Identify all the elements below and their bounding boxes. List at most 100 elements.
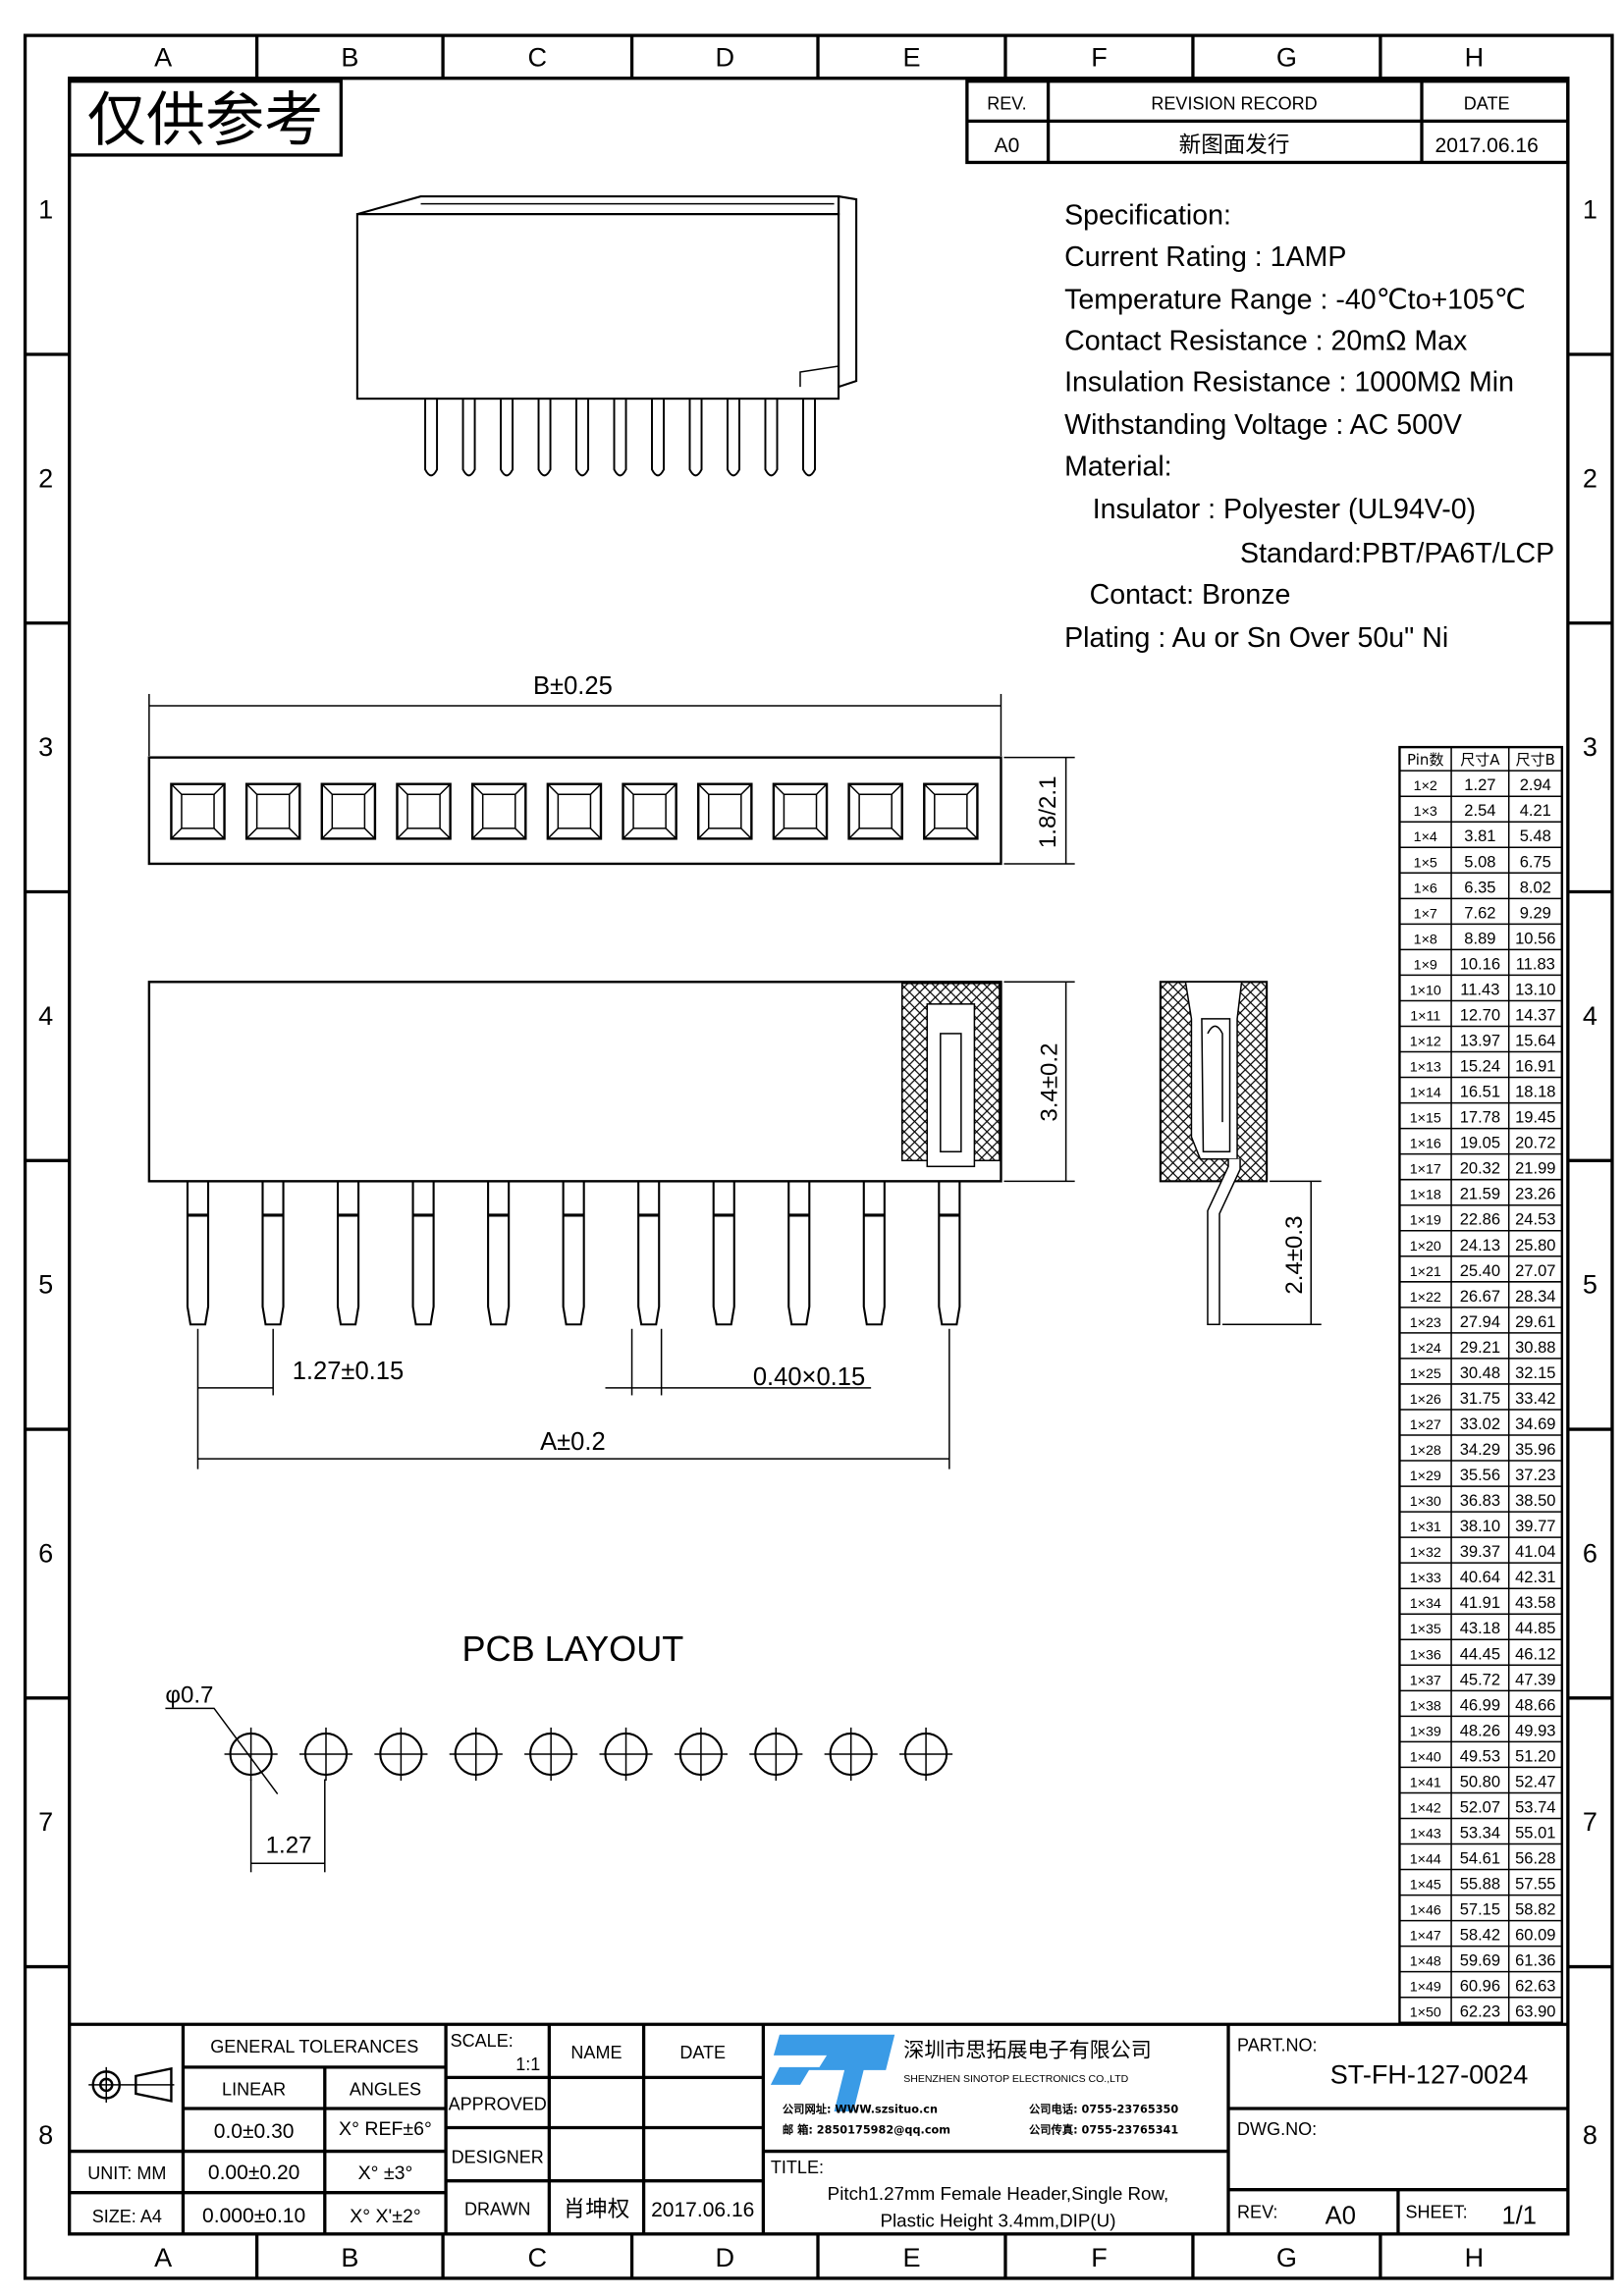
- contact-opening-inner: [331, 793, 366, 829]
- table-cell: 1×19: [1410, 1213, 1441, 1229]
- table-header: 尺寸B: [1516, 751, 1555, 769]
- table-cell: 7.62: [1464, 903, 1495, 922]
- hole-centerline: [224, 1727, 278, 1782]
- table-cell: 47.39: [1515, 1670, 1555, 1688]
- table-cell: 5.08: [1464, 852, 1495, 871]
- contact-bevel: [923, 783, 978, 839]
- table-cell: 22.86: [1460, 1210, 1500, 1229]
- frame-row-label: 6: [1583, 1537, 1597, 1568]
- table-cell: 23.26: [1515, 1185, 1555, 1203]
- table-cell: 25.80: [1515, 1236, 1555, 1255]
- table-cell: 1×31: [1410, 1520, 1441, 1535]
- spec-contact-resistance: Contact Resistance : 20mΩ Max: [1064, 325, 1467, 356]
- company-name-cn: 深圳市思拓展电子有限公司: [903, 2037, 1152, 2061]
- company-email: 邮 箱: 2850175982@qq.com: [783, 2123, 950, 2137]
- frame-row-label: 1: [1583, 194, 1597, 225]
- date-header: DATE: [1464, 93, 1510, 113]
- reference-only-stamp: 仅供参考: [68, 80, 343, 157]
- table-cell: 27.94: [1460, 1312, 1500, 1331]
- spec-title: Specification:: [1064, 200, 1231, 232]
- frame-row-label: 2: [38, 462, 53, 493]
- frame-column-label: B: [341, 42, 358, 73]
- table-cell: 1×17: [1410, 1162, 1441, 1178]
- table-cell: 31.75: [1460, 1389, 1500, 1408]
- table-cell: 1×36: [1410, 1647, 1441, 1663]
- table-cell: 8.02: [1520, 878, 1551, 896]
- table-cell: 43.58: [1515, 1593, 1555, 1612]
- unit-label: UNIT: MM: [87, 2163, 166, 2183]
- revision-table: REV. REVISION RECORD DATE A0 新图面发行 2017.…: [965, 80, 1570, 165]
- table-cell: 43.18: [1460, 1619, 1500, 1637]
- table-cell: 1×11: [1410, 1008, 1440, 1024]
- table-cell: 21.59: [1460, 1185, 1500, 1203]
- contact-opening-inner: [557, 793, 592, 829]
- dim-hole: φ0.7: [165, 1682, 213, 1708]
- side-pin: [938, 1181, 961, 1326]
- table-cell: 1×10: [1410, 983, 1441, 998]
- table-cell: 1×20: [1410, 1239, 1441, 1255]
- frame-column-label: E: [902, 2242, 920, 2272]
- stamp-text: 仅供参考: [87, 86, 324, 155]
- side-pin: [562, 1181, 585, 1326]
- contact-opening: [396, 782, 452, 840]
- frame-row-label: 1: [38, 194, 53, 225]
- table-cell: 18.18: [1515, 1083, 1555, 1101]
- table-cell: 1×45: [1410, 1878, 1441, 1894]
- table-cell: 53.74: [1515, 1797, 1555, 1816]
- table-cell: 1.27: [1464, 775, 1495, 794]
- table-cell: 29.21: [1460, 1338, 1500, 1357]
- angles-header: ANGLES: [350, 2079, 421, 2099]
- contact-bevel: [623, 783, 677, 839]
- spec-current: Current Rating : 1AMP: [1064, 241, 1346, 273]
- iso-pin: [764, 399, 779, 477]
- side-pin: [787, 1181, 811, 1326]
- drawn-label: DRAWN: [464, 2199, 530, 2218]
- table-header: 尺寸A: [1460, 751, 1500, 769]
- table-cell: 8.89: [1464, 929, 1495, 947]
- frame-row-label: 4: [1583, 1000, 1597, 1031]
- linear-tol-1: 0.0±0.30: [214, 2120, 295, 2143]
- table-cell: 1×13: [1410, 1060, 1441, 1076]
- iso-pin: [424, 399, 439, 477]
- table-cell: 59.69: [1460, 1951, 1500, 1970]
- side-pin: [411, 1181, 435, 1326]
- frame-column-label: C: [528, 42, 548, 73]
- table-cell: 58.82: [1515, 1900, 1555, 1919]
- table-cell: 62.63: [1515, 1977, 1555, 1996]
- frame-row-label: 7: [38, 1806, 53, 1837]
- scale-value: 1:1: [515, 2055, 540, 2074]
- table-cell: 1×39: [1410, 1724, 1441, 1739]
- table-cell: 10.56: [1515, 929, 1555, 947]
- side-view: 3.4±0.2 1.27±0.15 0.40×0.15 A±0.2: [147, 981, 1075, 1469]
- table-cell: 28.34: [1515, 1287, 1555, 1306]
- table-cell: 57.15: [1460, 1900, 1500, 1919]
- table-cell: 1×7: [1414, 906, 1437, 922]
- table-cell: 48.26: [1460, 1721, 1500, 1739]
- iso-pin: [461, 399, 476, 477]
- section-view: 2.4±0.3: [1159, 981, 1322, 1326]
- dim-height: 3.4±0.2: [1037, 1043, 1063, 1122]
- table-cell: 46.99: [1460, 1695, 1500, 1714]
- table-cell: 1×27: [1410, 1417, 1441, 1433]
- dim-pcb-pitch: 1.27: [266, 1833, 312, 1859]
- table-cell: 20.32: [1460, 1159, 1500, 1178]
- contact-opening-inner: [181, 793, 215, 829]
- table-cell: 27.07: [1515, 1261, 1555, 1280]
- approved-label: APPROVED: [449, 2094, 547, 2113]
- contact-opening-inner: [632, 793, 667, 829]
- frame-row-label: 8: [1583, 2119, 1597, 2150]
- frame-row-label: 5: [38, 1269, 53, 1300]
- table-cell: 21.99: [1515, 1159, 1555, 1178]
- table-cell: 14.37: [1515, 1005, 1555, 1024]
- table-cell: 1×2: [1414, 778, 1437, 794]
- hole-centerline: [899, 1727, 953, 1782]
- frame-column-label: F: [1091, 42, 1108, 73]
- table-cell: 32.15: [1515, 1363, 1555, 1382]
- frame-column-label: B: [341, 2242, 358, 2272]
- company-logo: 深圳市思拓展电子有限公司 SHENZHEN SINOTOP ELECTRONIC…: [770, 2034, 1178, 2137]
- iso-pin: [802, 399, 816, 477]
- table-cell: 1×40: [1410, 1749, 1441, 1765]
- table-cell: 1×14: [1410, 1086, 1441, 1101]
- date-value: 2017.06.16: [1435, 134, 1538, 157]
